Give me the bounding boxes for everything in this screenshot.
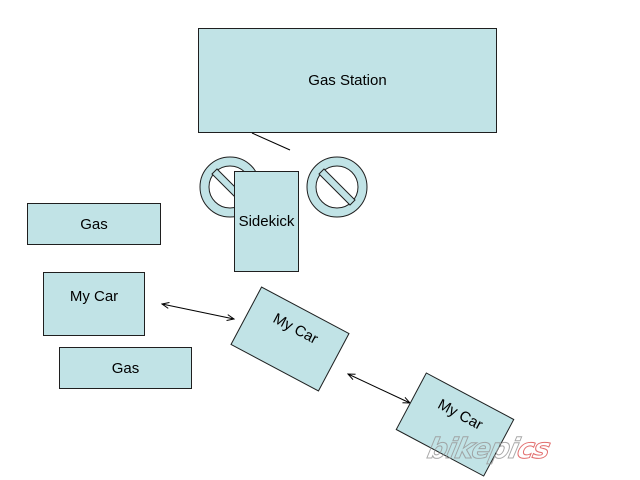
bikepics-watermark-logo: bikepics [424,432,553,466]
my-car-label-right: My Car [434,395,486,434]
my-car-box-left: My Car [43,272,145,336]
sidekick-label: Sidekick [238,213,295,230]
gas-label-top: Gas [80,215,108,233]
gas-station-box: Gas Station [198,28,497,133]
double-arrow-left [162,304,234,319]
my-car-label-left: My Car [69,288,119,305]
watermark-main-text: bikepi [424,432,522,466]
no-symbol-icon [306,156,368,218]
gas-box-top: Gas [27,203,161,245]
gas-station-label: Gas Station [308,72,387,89]
double-arrow-right [348,374,410,403]
my-car-label-middle: My Car [270,309,321,348]
sidekick-box: Sidekick [234,171,299,272]
station-connector-line [251,132,291,151]
gas-box-bottom: Gas [59,347,192,389]
gas-label-bottom: Gas [111,359,140,377]
